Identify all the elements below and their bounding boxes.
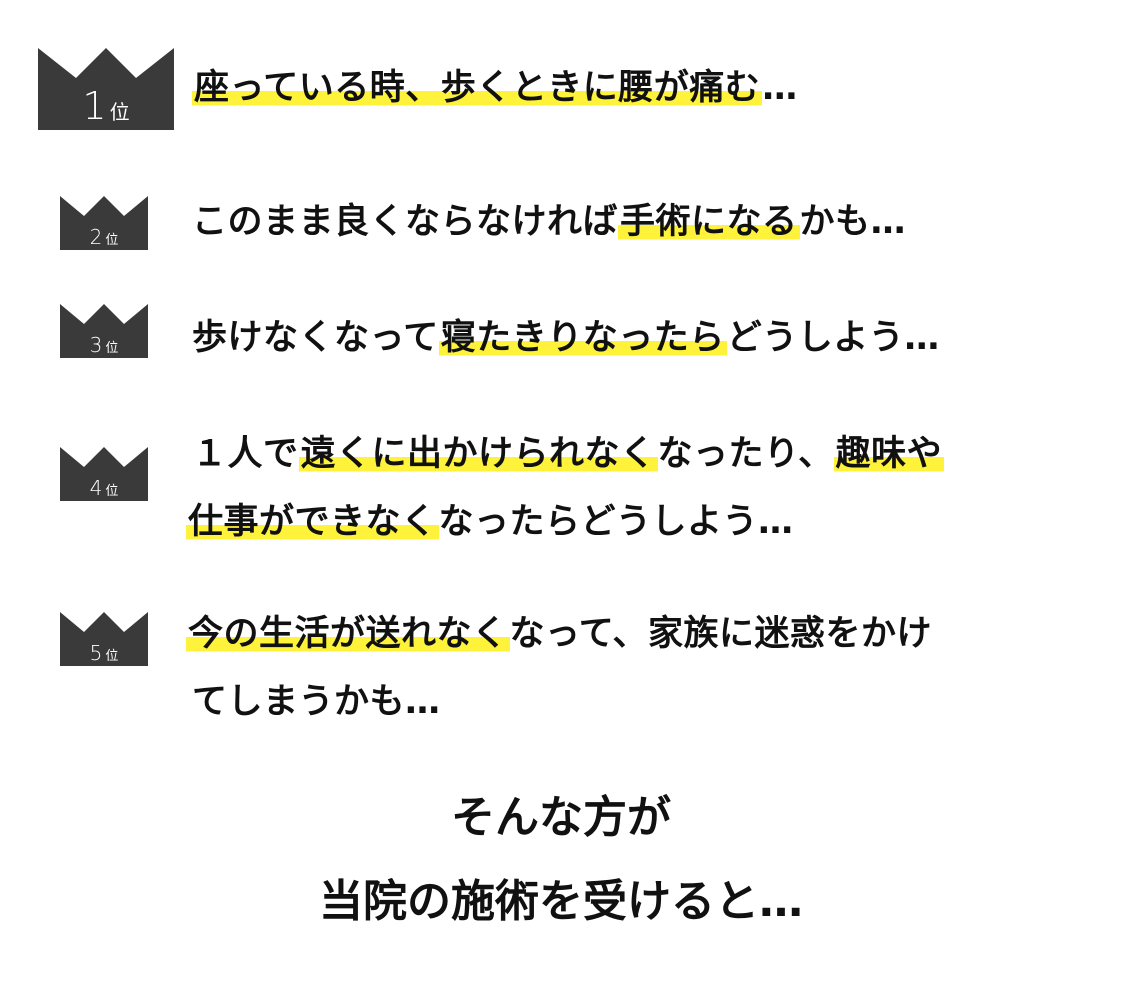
text-segment: かも… (799, 202, 907, 242)
rank-number: 2 (89, 224, 103, 249)
text-segment-highlight: 趣味や (833, 434, 945, 474)
rank-5-text: 今の生活が送れなくなって、家族に迷惑をかけ てしまうかも… (186, 600, 932, 736)
rank-suffix: 位 (105, 340, 119, 356)
text-line-2: 仕事ができなくなったらどうしよう… (186, 488, 944, 556)
crown-shape (60, 196, 148, 250)
text-segment-highlight: 寝たきりなったら (438, 318, 727, 358)
crown-shape (60, 447, 148, 501)
rank-suffix: 位 (105, 483, 119, 499)
text-segment: 歩けなくなって (192, 318, 439, 358)
rank-2-text: このまま良くならなければ手術になるかも… (192, 188, 906, 256)
text-segment: なったり、 (657, 434, 834, 474)
text-segment: どうしよう… (726, 318, 940, 358)
closing-line-2: 当院の施術を受けると… (319, 876, 803, 927)
rank-number: 1 (82, 84, 107, 129)
text-segment-highlight: 遠くに出かけられなく (298, 434, 658, 474)
crown-shape (60, 304, 148, 358)
rank-number: 4 (89, 475, 103, 500)
rank-3-text: 歩けなくなって寝たきりなったらどうしよう… (192, 304, 940, 372)
text-segment-highlight: 座っている時、歩くときに腰が痛む (192, 68, 763, 108)
rank-1-text: 座っている時、歩くときに腰が痛む… (192, 54, 798, 122)
text-segment-highlight: 手術になる (618, 202, 800, 242)
rank-suffix: 位 (105, 232, 119, 248)
rank-suffix: 位 (109, 100, 130, 125)
text-segment: てしまうかも… (192, 682, 441, 722)
closing-line-1: そんな方が (451, 792, 671, 843)
rank-4-text: １人で遠くに出かけられなくなったり、趣味や 仕事ができなくなったらどうしよう… (186, 420, 945, 556)
crown-shape (60, 612, 148, 666)
crown-shape (38, 48, 174, 130)
text-segment-highlight: 仕事ができなく (186, 502, 439, 542)
text-segment: なったらどうしよう… (438, 502, 794, 542)
text-segment: このまま良くならなければ (192, 202, 619, 242)
text-segment: … (762, 68, 798, 108)
text-line-1: １人で遠くに出かけられなくなったり、趣味や (186, 420, 945, 488)
text-segment-highlight: 今の生活が送れなく (186, 614, 510, 654)
rank-suffix: 位 (105, 648, 119, 664)
rank-number: 3 (89, 332, 103, 357)
text-segment: １人で (192, 434, 299, 474)
rank-number: 5 (89, 640, 103, 665)
text-segment: なって、家族に迷惑をかけ (509, 614, 933, 654)
text-line-2: てしまうかも… (186, 668, 932, 736)
text-line-1: 今の生活が送れなくなって、家族に迷惑をかけ (186, 600, 932, 668)
